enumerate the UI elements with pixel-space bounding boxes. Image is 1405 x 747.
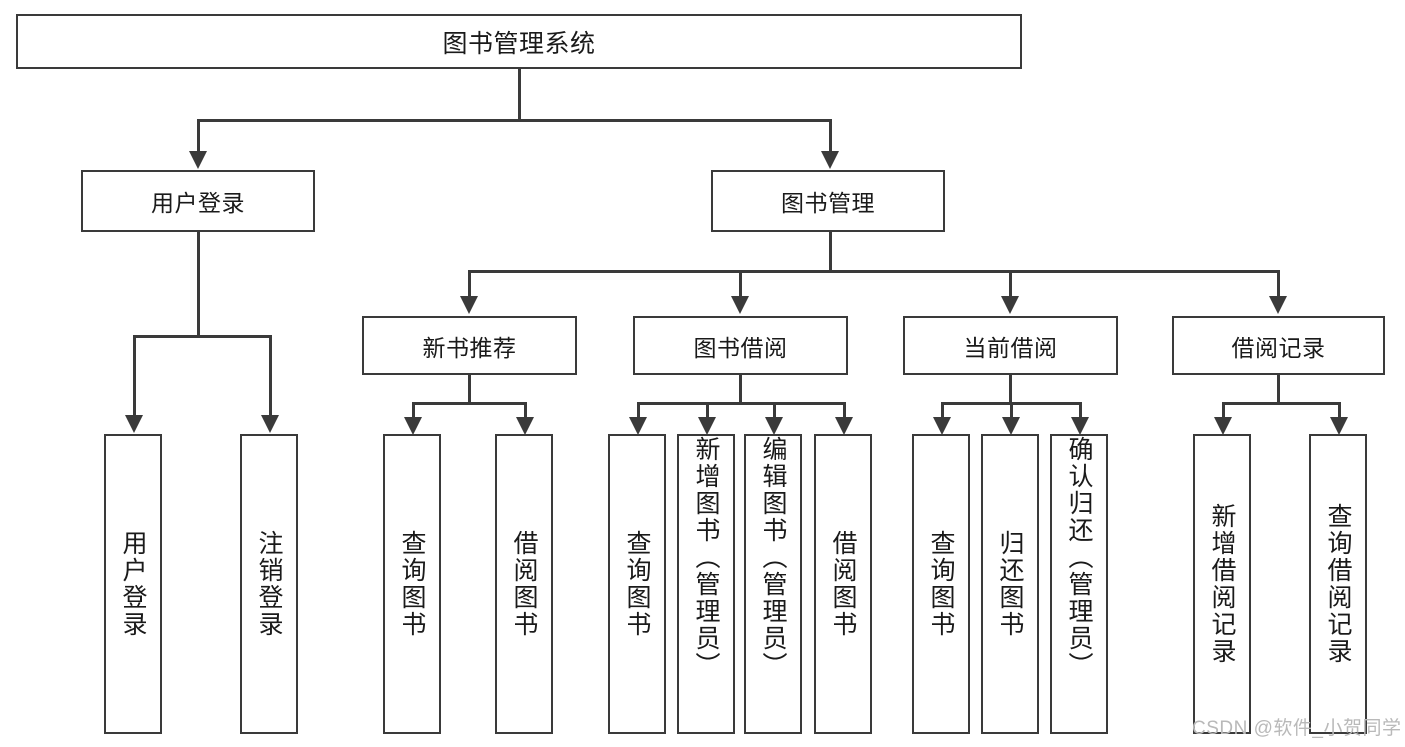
edge-user-login-child-2 (269, 335, 272, 417)
node-label: 查询图书 (927, 530, 955, 638)
node-label: 归还图书 (996, 530, 1024, 638)
leaf-book-borrow-borrow-books[interactable]: 借阅图书 (814, 434, 872, 734)
arrowhead-book-borrow-child-2 (698, 417, 716, 435)
arrowhead-user-login-child-2 (261, 415, 279, 433)
node-book-management[interactable]: 图书管理 (711, 170, 945, 232)
edge-book-management-bar (468, 270, 1280, 273)
edge-book-borrow-child-3 (773, 402, 776, 420)
leaf-book-borrow-add-book-admin[interactable]: 新增图书（管理员） (677, 434, 735, 734)
arrowhead-new-book-child-1 (404, 417, 422, 435)
node-label: 编辑图书（管理员） (759, 436, 787, 679)
node-label: 借阅图书 (510, 530, 538, 638)
node-label: 图书借阅 (693, 334, 788, 361)
arrowhead-root-to-user-login (189, 151, 207, 169)
node-label: 借阅图书 (829, 530, 857, 638)
arrowhead-book-management-child-1 (460, 296, 478, 314)
edge-current-borrow-child-1 (941, 402, 944, 420)
node-label: 当前借阅 (963, 334, 1058, 361)
node-root-system[interactable]: 图书管理系统 (16, 14, 1022, 69)
edge-book-management-child-3 (1009, 270, 1012, 298)
edge-book-management-child-2 (739, 270, 742, 298)
leaf-book-borrow-edit-book-admin[interactable]: 编辑图书（管理员） (744, 434, 802, 734)
edge-borrow-record-stem (1277, 375, 1280, 404)
arrowhead-current-borrow-child-1 (933, 417, 951, 435)
edge-borrow-record-child-1 (1222, 402, 1225, 420)
arrowhead-borrow-record-child-1 (1214, 417, 1232, 435)
node-label: 查询图书 (623, 530, 651, 638)
edge-root-stem (518, 69, 521, 121)
node-borrow-record[interactable]: 借阅记录 (1172, 316, 1385, 375)
node-book-borrow[interactable]: 图书借阅 (633, 316, 848, 375)
node-label: 图书管理 (781, 190, 875, 216)
edge-borrow-record-child-2 (1338, 402, 1341, 420)
arrowhead-book-borrow-child-4 (835, 417, 853, 435)
edge-book-borrow-child-4 (843, 402, 846, 420)
edge-root-to-user-login (197, 119, 200, 153)
edge-root-bar (197, 119, 831, 122)
node-label: 图书管理系统 (442, 29, 596, 58)
arrowhead-book-borrow-child-3 (765, 417, 783, 435)
node-current-borrow[interactable]: 当前借阅 (903, 316, 1118, 375)
edge-user-login-stem (197, 232, 200, 338)
edge-new-book-stem (468, 375, 471, 404)
edge-book-borrow-child-1 (637, 402, 640, 420)
leaf-current-borrow-query-books[interactable]: 查询图书 (912, 434, 970, 734)
edge-current-borrow-child-3 (1079, 402, 1082, 420)
leaf-new-book-query-books[interactable]: 查询图书 (383, 434, 441, 734)
arrowhead-current-borrow-child-3 (1071, 417, 1089, 435)
arrowhead-book-management-child-3 (1001, 296, 1019, 314)
edge-book-borrow-bar (637, 402, 845, 405)
edge-current-borrow-child-2 (1010, 402, 1013, 420)
edge-new-book-bar (412, 402, 526, 405)
node-label: 借阅记录 (1231, 334, 1326, 361)
edge-new-book-child-1 (412, 402, 415, 420)
node-new-book-recommend[interactable]: 新书推荐 (362, 316, 577, 375)
node-label: 新增借阅记录 (1208, 503, 1236, 665)
edge-borrow-record-bar (1222, 402, 1340, 405)
arrowhead-user-login-child-1 (125, 415, 143, 433)
edge-book-borrow-child-2 (706, 402, 709, 420)
edge-book-management-child-1 (468, 270, 471, 298)
edge-current-borrow-stem (1009, 375, 1012, 404)
node-label: 注销登录 (255, 530, 283, 638)
node-label: 确认归还（管理员） (1065, 436, 1093, 679)
arrowhead-borrow-record-child-2 (1330, 417, 1348, 435)
leaf-new-book-borrow-books[interactable]: 借阅图书 (495, 434, 553, 734)
leaf-user-login-logout[interactable]: 注销登录 (240, 434, 298, 734)
edge-user-login-bar (133, 335, 271, 338)
node-label: 查询借阅记录 (1324, 503, 1352, 665)
leaf-user-login-login[interactable]: 用户登录 (104, 434, 162, 734)
arrowhead-new-book-child-2 (516, 417, 534, 435)
node-label: 新书推荐 (422, 334, 517, 361)
edge-new-book-child-2 (524, 402, 527, 420)
node-label: 用户登录 (151, 190, 245, 216)
leaf-current-borrow-confirm-return-admin[interactable]: 确认归还（管理员） (1050, 434, 1108, 734)
leaf-borrow-record-query-record[interactable]: 查询借阅记录 (1309, 434, 1367, 734)
node-user-login[interactable]: 用户登录 (81, 170, 315, 232)
leaf-current-borrow-return-books[interactable]: 归还图书 (981, 434, 1039, 734)
arrowhead-current-borrow-child-2 (1002, 417, 1020, 435)
edge-book-management-child-4 (1277, 270, 1280, 298)
arrowhead-book-management-child-4 (1269, 296, 1287, 314)
edge-book-borrow-stem (739, 375, 742, 404)
node-label: 查询图书 (398, 530, 426, 638)
arrowhead-book-management-child-2 (731, 296, 749, 314)
edge-root-to-book-manage (829, 119, 832, 153)
csdn-watermark: CSDN @软件_小贺同学 (1192, 718, 1402, 739)
node-label: 用户登录 (119, 530, 147, 638)
arrowhead-root-to-book-manage (821, 151, 839, 169)
edge-user-login-child-1 (133, 335, 136, 417)
leaf-borrow-record-add-record[interactable]: 新增借阅记录 (1193, 434, 1251, 734)
edge-book-management-stem (829, 232, 832, 272)
node-label: 新增图书（管理员） (692, 436, 720, 679)
leaf-book-borrow-query-books[interactable]: 查询图书 (608, 434, 666, 734)
arrowhead-book-borrow-child-1 (629, 417, 647, 435)
